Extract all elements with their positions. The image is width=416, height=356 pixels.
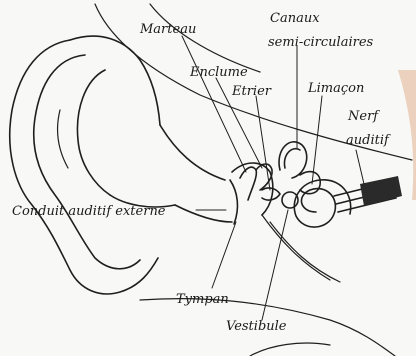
label-conduit: Conduit auditif externe: [12, 204, 166, 219]
leader-marteau: [182, 36, 246, 172]
hammer-bone: [240, 167, 256, 200]
leader-nerf: [356, 150, 364, 184]
label-canaux-line2: semi-circulaires: [268, 35, 374, 50]
label-marteau: Marteau: [139, 22, 196, 37]
cochlea-spiral: [294, 180, 350, 227]
head-contour-bottom: [250, 343, 330, 356]
label-nerf-line1: Nerf: [347, 109, 380, 124]
pinna-top: [70, 36, 160, 125]
semicircular-canal-2: [284, 149, 300, 168]
label-tympan: Tympan: [176, 292, 229, 307]
skin-tint-area: [398, 70, 416, 200]
eardrum: [230, 180, 237, 224]
label-enclume: Enclume: [189, 65, 248, 80]
leader-limacon: [312, 96, 322, 184]
lobe-detail: [58, 110, 68, 168]
nerve-bundle: [360, 176, 402, 206]
label-vestibule: Vestibule: [226, 319, 287, 334]
label-nerf-line2: auditif: [346, 133, 391, 148]
pinna-outline: [10, 40, 158, 294]
leader-tympan: [212, 222, 236, 288]
eustachian-tube-2: [270, 222, 340, 282]
label-limacon: Limaçon: [307, 81, 364, 96]
pinna-antihelix: [77, 70, 110, 195]
leader-vestibule: [262, 210, 288, 320]
leader-etrier: [256, 96, 270, 190]
label-canaux-line1: Canaux: [270, 11, 320, 26]
label-etrier: Etrier: [231, 84, 272, 99]
ear-canal-upper: [160, 125, 225, 180]
ear-canal-lower: [175, 205, 232, 222]
head-contour-top: [150, 4, 260, 72]
